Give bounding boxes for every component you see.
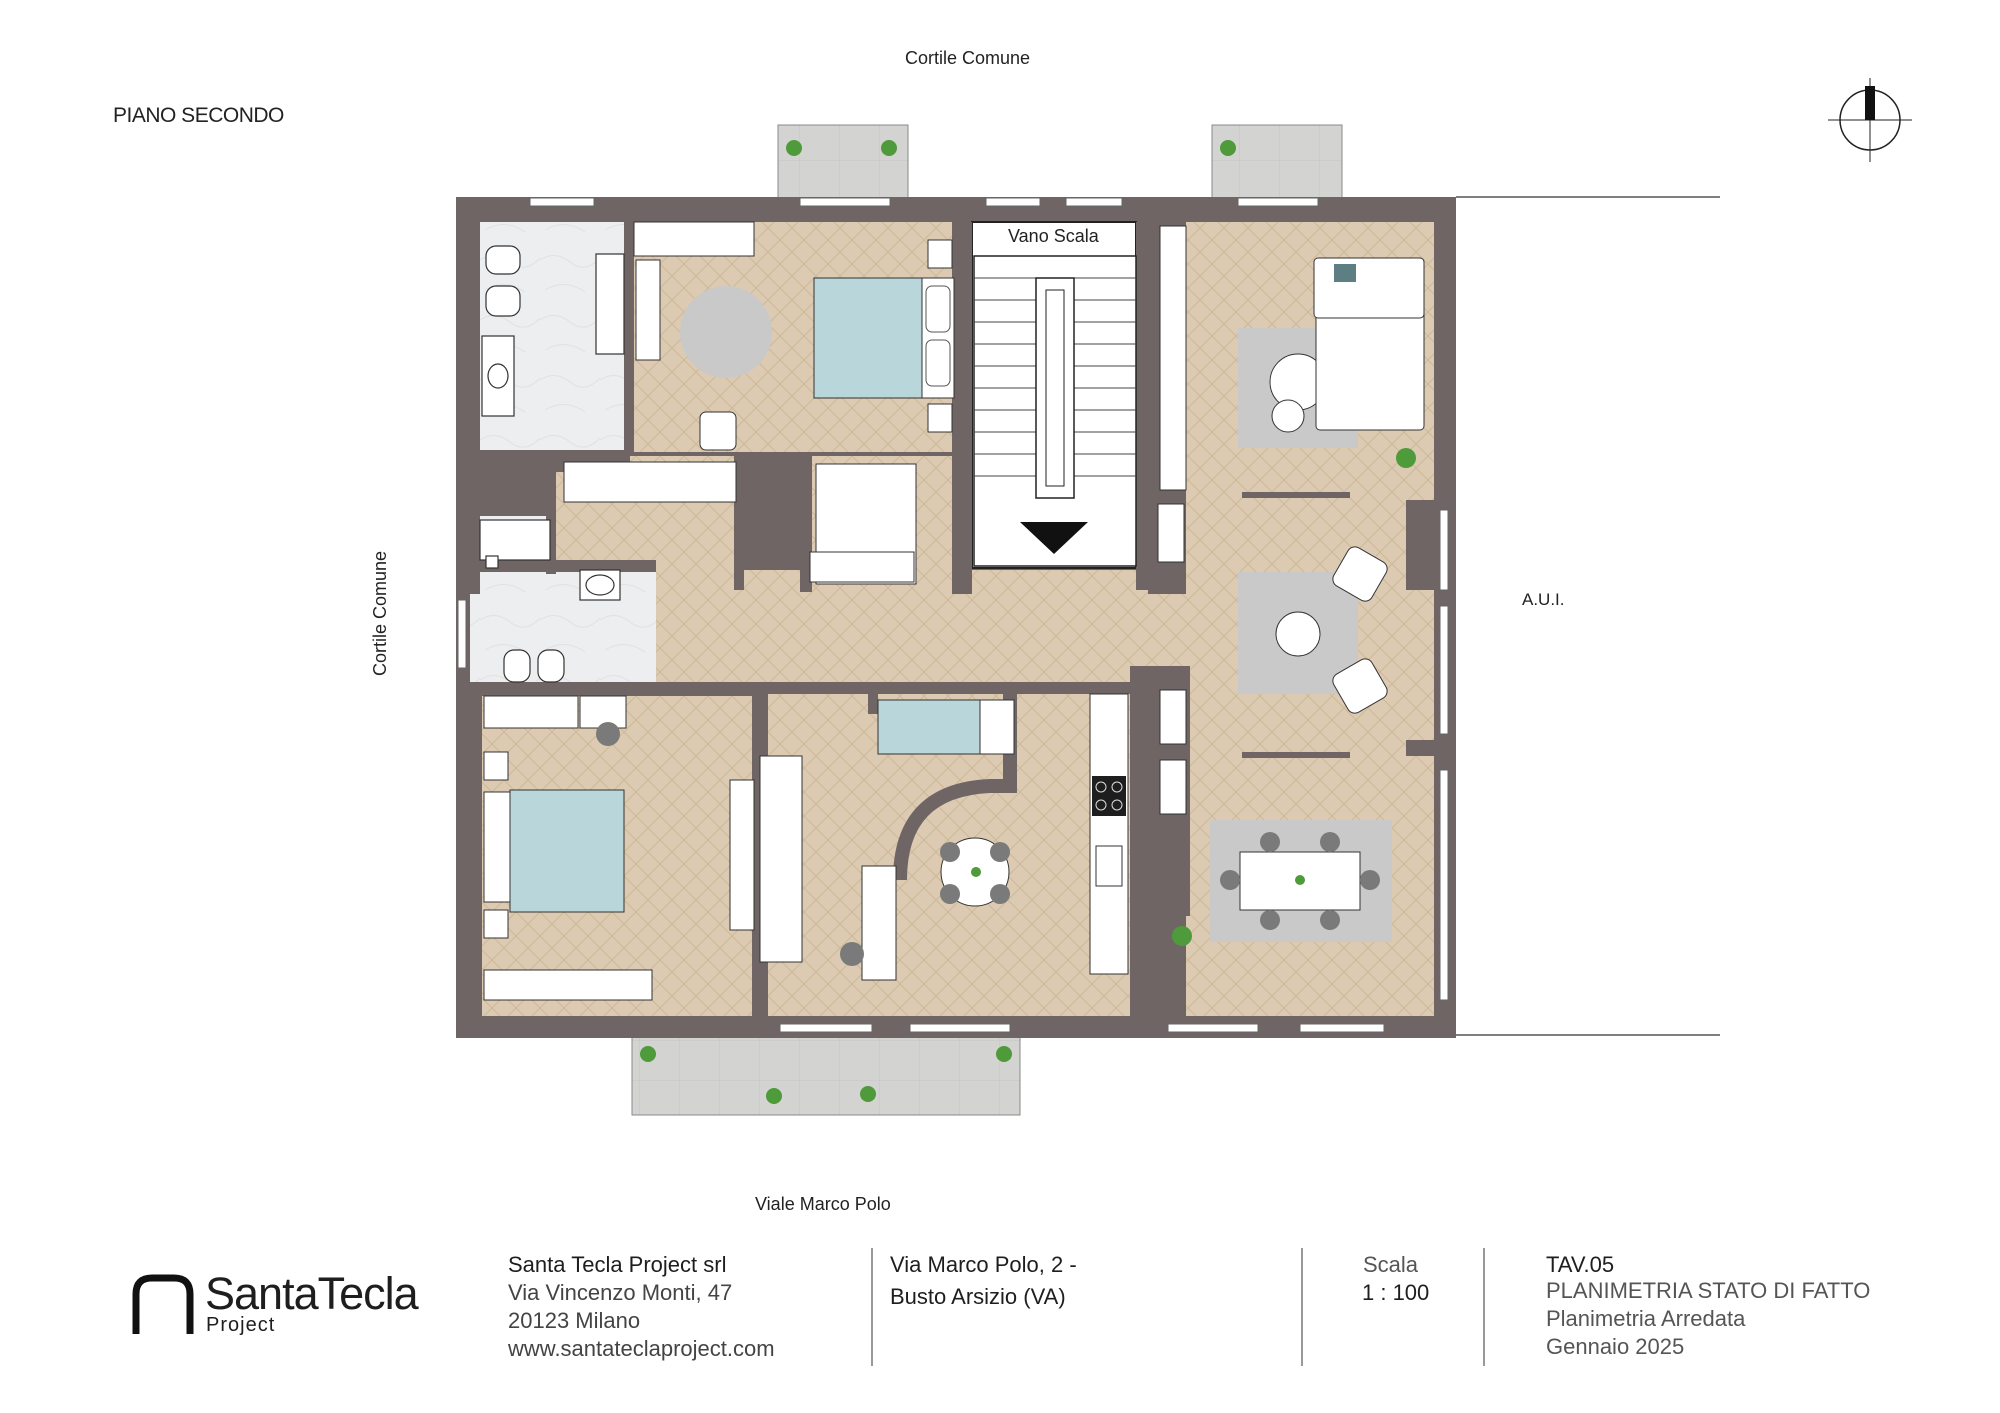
label-right: A.U.I.: [1522, 590, 1565, 609]
balcony-top-right: [1211, 124, 1343, 201]
north-arrow-icon: [1828, 78, 1912, 162]
chair-icon: [699, 411, 737, 451]
site-address-1: Via Marco Polo, 2 -: [890, 1252, 1077, 1277]
stair-arrow-icon: [1020, 522, 1088, 554]
stairwell: [973, 255, 1137, 567]
scale-value: 1 : 100: [1362, 1280, 1430, 1305]
cooktop-icon: [1092, 776, 1126, 816]
label-top: Cortile Comune: [905, 48, 1031, 68]
bedroom-top: [563, 221, 955, 585]
company-address-2: 20123 Milano: [508, 1308, 641, 1333]
sheet-code: TAV.05: [1546, 1252, 1615, 1277]
bathroom-fixtures: [479, 245, 625, 683]
label-stair: Vano Scala: [1008, 226, 1099, 246]
floor-label: PIANO SECONDO: [113, 104, 284, 127]
balcony-top-left: [777, 124, 909, 201]
toilet-icon: [485, 245, 521, 275]
plant-icon: [640, 140, 1416, 1104]
scale-label: Scala: [1363, 1252, 1419, 1277]
label-left: Cortile Comune: [370, 550, 391, 677]
sheet-subtitle: Planimetria Arredata: [1546, 1306, 1746, 1331]
windows: [457, 197, 1449, 1033]
balcony-bottom: [631, 1024, 1021, 1116]
label-bottom: Viale Marco Polo: [755, 1194, 891, 1214]
logo-name: SantaTecla: [205, 1268, 419, 1319]
logo-sub: Project: [206, 1314, 276, 1336]
kitchen: [840, 693, 1129, 981]
round-rug: [680, 286, 772, 378]
company-address-1: Via Vincenzo Monti, 47: [508, 1280, 733, 1305]
company-name: Santa Tecla Project srl: [508, 1252, 727, 1277]
title-block-rules: [871, 1248, 1485, 1366]
sheet-date: Gennaio 2025: [1546, 1334, 1685, 1359]
bed-icon: [813, 277, 925, 399]
site-address-2: Busto Arsizio (VA): [890, 1284, 1066, 1309]
property-lines: [1456, 196, 1720, 1036]
company-website[interactable]: www.santateclaproject.com: [508, 1336, 775, 1361]
bedroom-bottom-left: [483, 695, 755, 1001]
logo-icon: [132, 1274, 194, 1334]
sheet-title: PLANIMETRIA STATO DI FATTO: [1546, 1278, 1871, 1303]
bedroom-small: [759, 699, 1015, 963]
